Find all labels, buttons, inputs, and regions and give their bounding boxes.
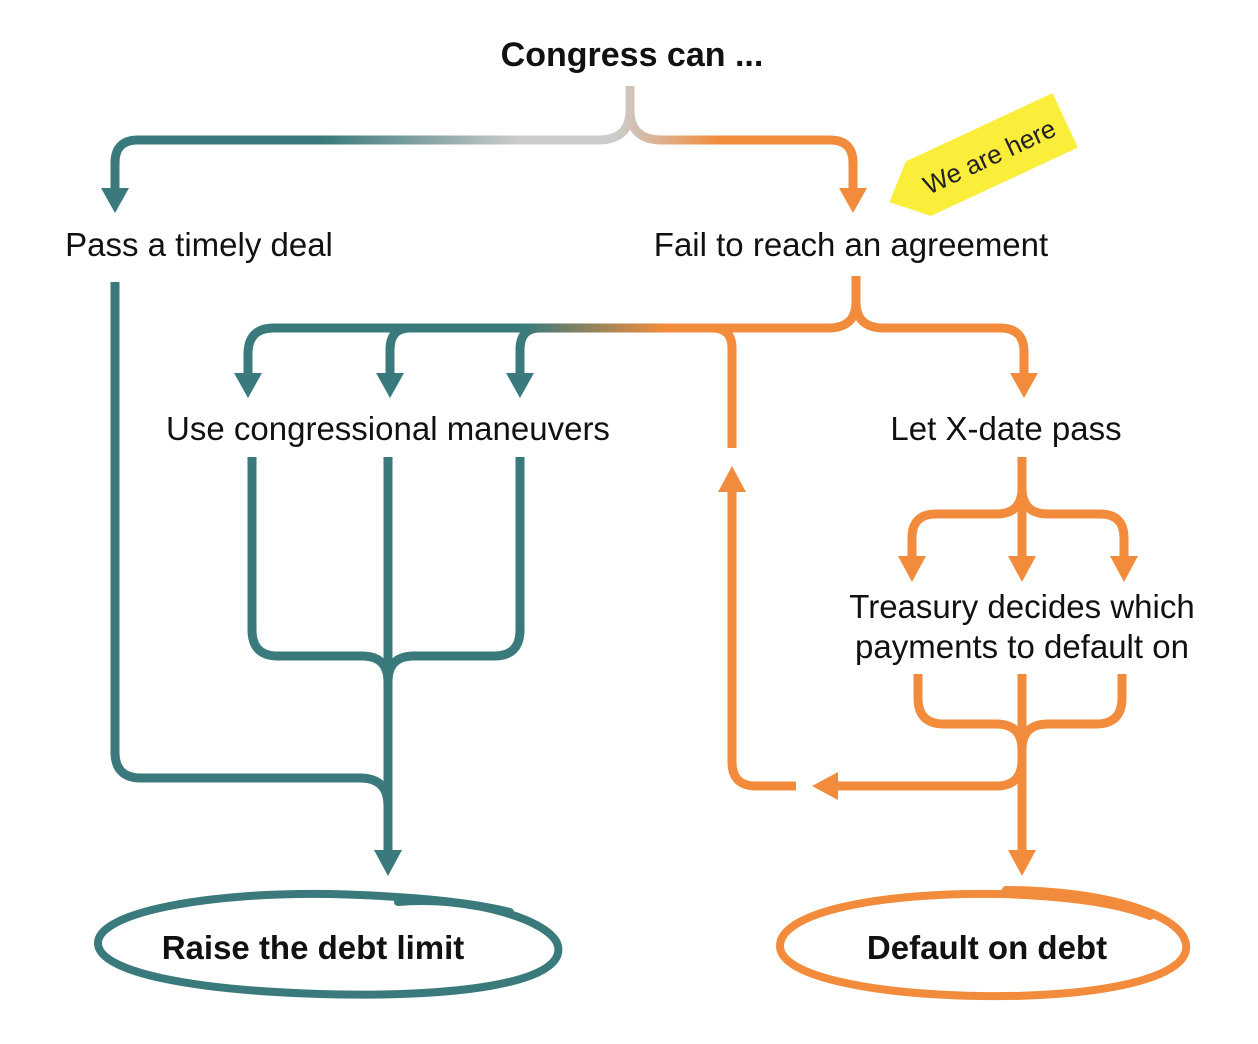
- connector-loop-up: [727, 490, 796, 791]
- connector-treasury-converge: [913, 674, 1127, 852]
- connector-reentry-branch: [711, 323, 737, 448]
- arrowhead-loop-back: [812, 772, 838, 800]
- arrowhead-loop-up: [718, 466, 746, 492]
- connector-fail-brace: [243, 276, 861, 375]
- connector-fail-to-xdate: [851, 301, 1029, 375]
- arrowhead-to-default: [1008, 850, 1036, 876]
- connector-top-brace: [110, 86, 858, 190]
- arrowhead-to-xdate: [1010, 373, 1038, 398]
- outcome-default-on-debt: Default on debt: [867, 929, 1107, 966]
- node-let-x-date-pass: Let X-date pass: [890, 410, 1121, 447]
- diagram-title: Congress can ...: [501, 36, 764, 74]
- node-treasury-decides-line1: Treasury decides which: [849, 588, 1194, 625]
- node-treasury-decides-line2: payments to default on: [855, 628, 1189, 665]
- node-pass-timely-deal: Pass a timely deal: [65, 226, 333, 263]
- arrowhead-treasury-1: [898, 556, 926, 582]
- arrowhead-treasury-3: [1110, 556, 1138, 582]
- node-use-congressional-maneuvers: Use congressional maneuvers: [166, 410, 610, 447]
- connector-maneuvers-converge: [247, 457, 525, 852]
- we-are-here-tag: We are here: [889, 93, 1078, 216]
- arrowhead-to-fail-agreement: [839, 188, 867, 213]
- outcome-circle-raise: [94, 889, 563, 999]
- arrowhead-to-raise-limit: [374, 850, 402, 876]
- outcome-raise-the-debt-limit: Raise the debt limit: [162, 929, 465, 966]
- connector-loop-back: [836, 759, 1027, 791]
- arrowhead-treasury-2: [1008, 556, 1036, 582]
- connector-xdate-split: [907, 457, 1129, 558]
- arrowhead-maneuver-3: [506, 373, 534, 398]
- arrowhead-maneuver-2: [376, 373, 404, 398]
- arrowhead-to-timely-deal: [101, 188, 129, 213]
- arrowhead-maneuver-1: [234, 373, 262, 398]
- node-fail-to-reach-agreement: Fail to reach an agreement: [654, 226, 1048, 263]
- outcome-circle-default: [775, 886, 1191, 1001]
